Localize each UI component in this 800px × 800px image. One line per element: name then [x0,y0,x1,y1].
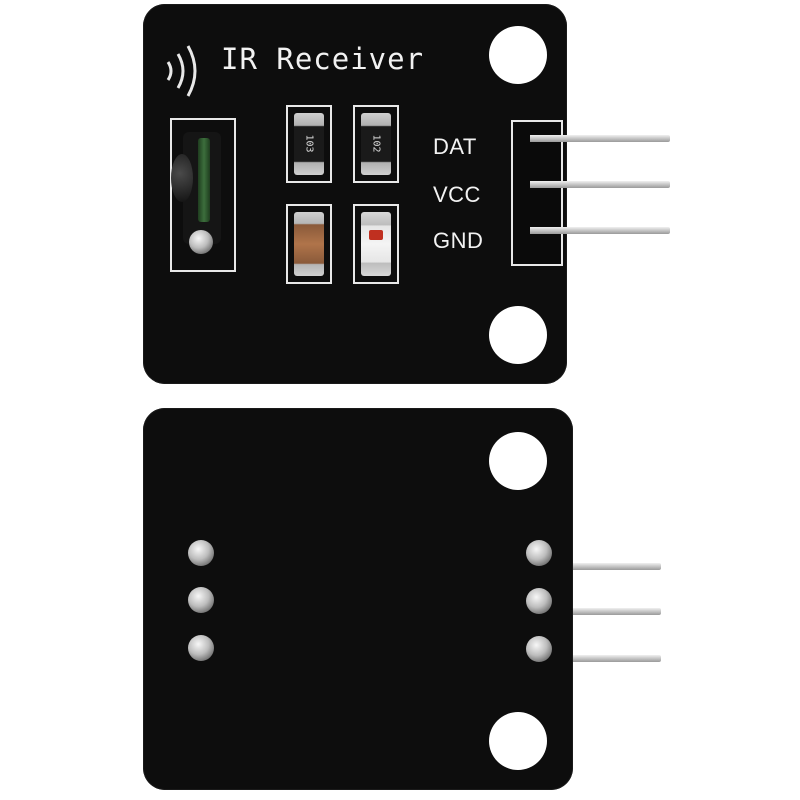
board-title: IR Receiver [221,42,425,76]
led-dot [369,230,383,240]
header-pin-gnd [530,227,670,234]
led [361,212,391,276]
resistor-103 [294,113,324,175]
ir-receiver-board-back [143,408,573,790]
led-outline [353,204,399,284]
header-solder-joint-3 [526,636,552,662]
resistor-103-label: 103 [303,134,315,153]
resistor-102-label: 102 [370,134,382,153]
sensor-solder-joint-2 [188,587,214,613]
mounting-hole-bottom [489,306,547,364]
pin-header-outline [511,120,563,266]
header-pin-dat [530,135,670,142]
header-solder-joint-1 [526,540,552,566]
pin-label-dat: DAT [433,134,477,159]
capacitor [294,212,324,276]
back-header-pin-1 [573,563,661,570]
resistor-103-outline [286,105,332,183]
resistor-102 [361,113,391,175]
back-header-pin-2 [573,608,661,615]
ir-signal-icon [166,45,197,97]
capacitor-outline [286,204,332,284]
pin-label-gnd: GND [433,228,484,253]
mounting-hole-top-back [489,432,547,490]
ir-sensor-window [198,138,210,222]
mounting-hole-bottom-back [489,712,547,770]
header-pin-vcc [530,181,670,188]
sensor-solder-joint-1 [188,540,214,566]
pin-label-vcc: VCC [433,182,481,207]
ir-receiver-board-front: IR Receiver 103 102 DAT VCC GND [143,4,567,384]
header-solder-joint-2 [526,588,552,614]
sensor-solder-joint-3 [188,635,214,661]
ir-sensor-outline [170,118,236,272]
resistor-102-outline [353,105,399,183]
ir-sensor-solder [189,230,213,254]
mounting-hole-top [489,26,547,84]
back-header-pin-3 [573,655,661,662]
ir-sensor-lens [171,154,193,202]
